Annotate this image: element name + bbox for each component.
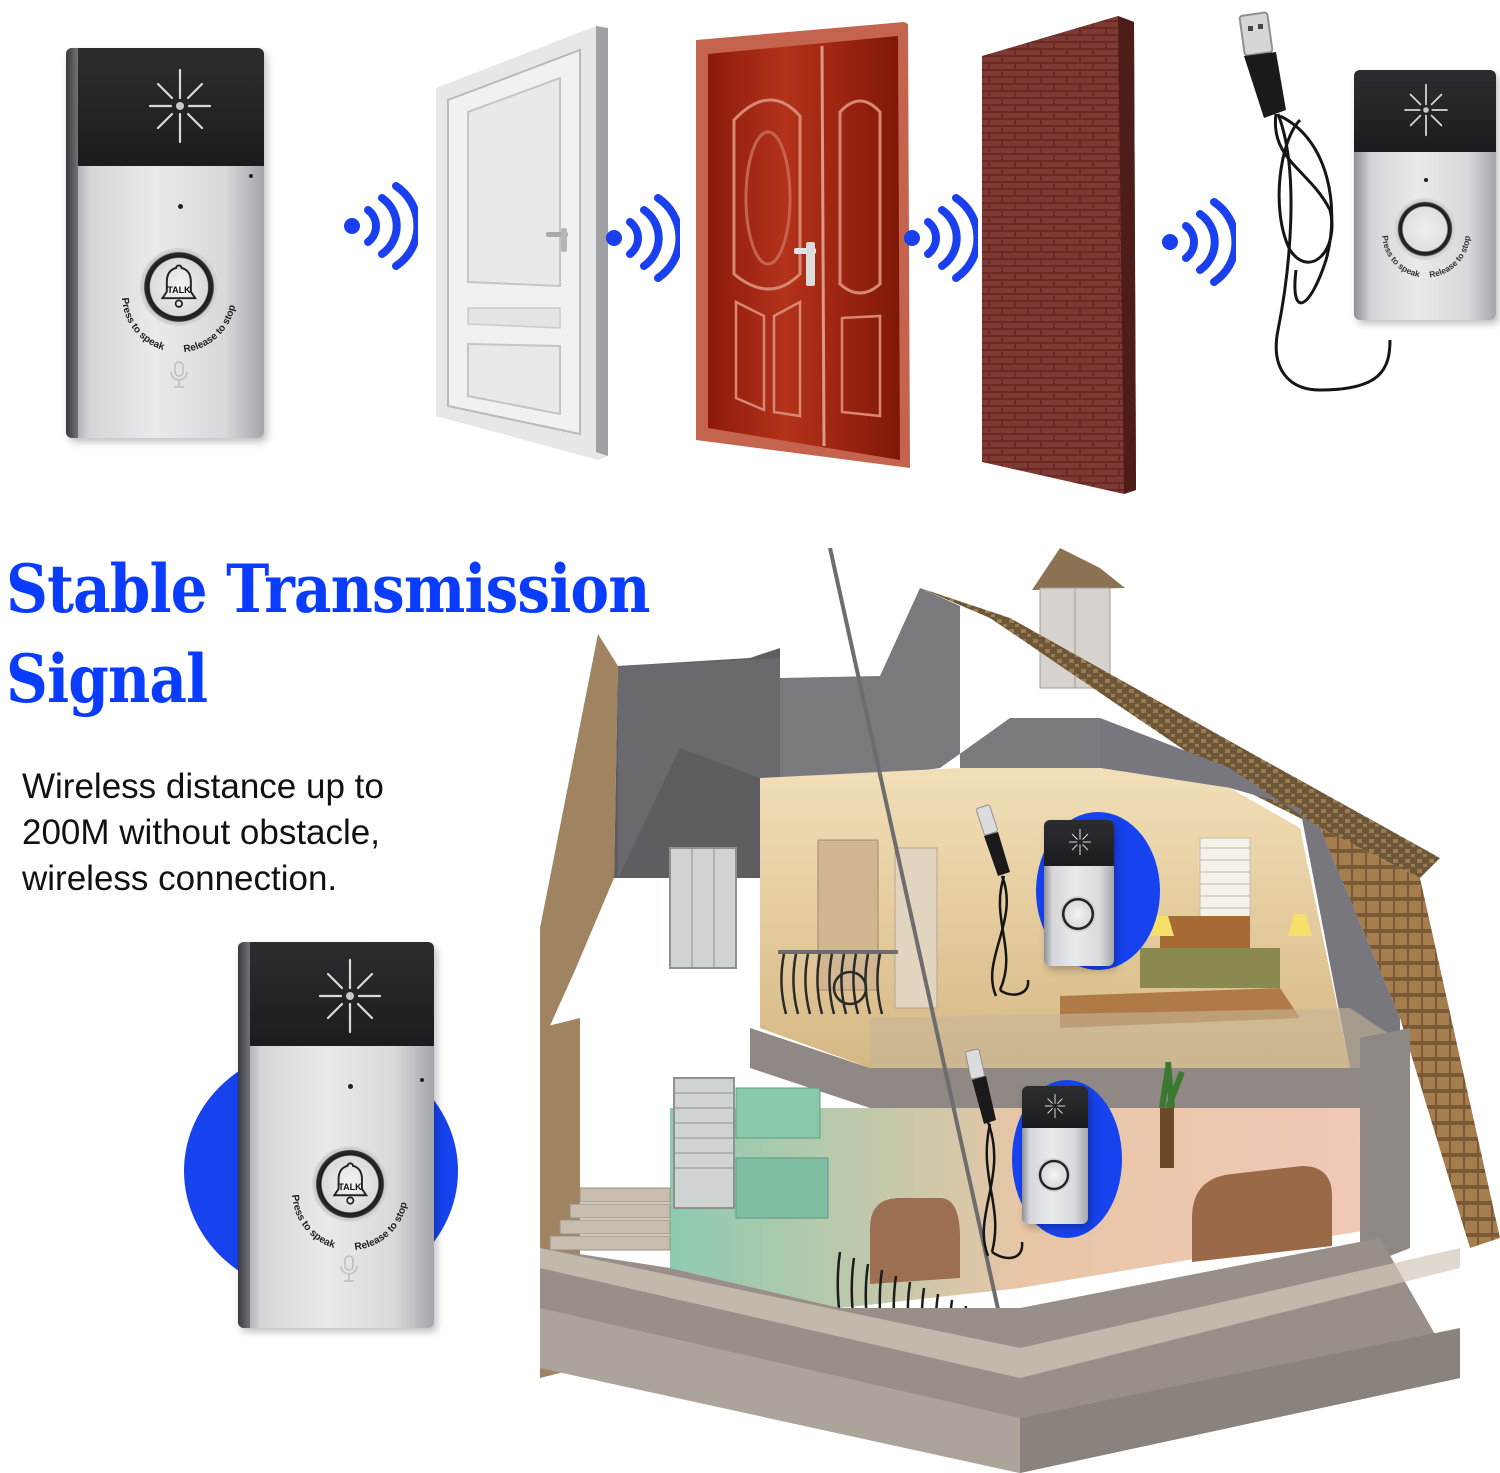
description: Wireless distance up to 200M without obs… — [22, 764, 384, 902]
led-indicator — [249, 174, 253, 178]
doorbell-outdoor-unit-large: TALK Press to speak Release to stop — [238, 942, 434, 1328]
doorbell-outdoor-unit: TALK Press to speak Release to stop — [66, 48, 264, 438]
headline-line-2: Signal — [6, 640, 208, 718]
arc-instructions: Press to speak Release to stop — [1376, 182, 1476, 282]
description-line-1: Wireless distance up to — [22, 767, 384, 806]
svg-text:Release to stop: Release to stop — [183, 304, 238, 355]
description-line-2: 200M without obstacle, — [22, 813, 380, 852]
arc-instructions: Press to speak Release to stop — [284, 1124, 416, 1256]
talk-button[interactable] — [1394, 198, 1456, 260]
bell-icon — [329, 1160, 372, 1207]
talk-button[interactable]: TALK — [140, 248, 218, 326]
talk-button[interactable] — [1060, 896, 1096, 932]
mic-hole — [348, 1084, 353, 1089]
white-door — [428, 16, 614, 460]
speaker-grille-icon — [140, 66, 220, 146]
downstairs-receiver-unit — [1022, 1086, 1088, 1224]
talk-label: TALK — [338, 1181, 362, 1192]
wireless-signal-icon — [600, 192, 684, 282]
headline-line-1: Stable Transmission — [6, 550, 651, 628]
wireless-signal-icon — [338, 180, 422, 270]
brick-wall — [976, 14, 1156, 494]
bell-icon — [157, 262, 201, 310]
doorbell-indoor-unit-usb: Press to speak Release to stop — [1354, 70, 1496, 320]
svg-text:Release to stop: Release to stop — [1429, 235, 1472, 279]
led-indicator — [420, 1078, 424, 1082]
mic-hole — [1424, 178, 1428, 182]
mic-hole — [178, 204, 183, 209]
talk-label: TALK — [167, 284, 191, 295]
svg-text:Press to speak: Press to speak — [119, 297, 166, 353]
svg-text:Press to speak: Press to speak — [1380, 235, 1421, 279]
upstairs-receiver-unit — [1044, 820, 1114, 966]
red-double-door — [690, 20, 912, 472]
svg-text:Press to speak: Press to speak — [289, 1194, 337, 1251]
talk-button[interactable]: TALK — [312, 1146, 388, 1222]
speaker-grille-icon — [1042, 1093, 1068, 1119]
speaker-grille-icon — [310, 956, 390, 1036]
downstairs-usb-cable — [958, 1046, 1028, 1266]
speaker-grille-icon — [1066, 828, 1094, 856]
svg-text:Release to stop: Release to stop — [354, 1201, 410, 1253]
speaker-panel — [238, 942, 434, 1046]
wireless-signal-icon — [898, 192, 982, 282]
wireless-signal-icon — [1156, 196, 1240, 286]
speaker-grille-icon — [1398, 82, 1454, 138]
headline: Stable Transmission Signal — [6, 544, 651, 724]
usb-cable — [1230, 10, 1430, 430]
arc-instructions: Press to speak Release to stop — [114, 228, 244, 358]
microphone-icon — [338, 1254, 360, 1284]
upstairs-usb-cable — [970, 800, 1030, 1000]
description-line-3: wireless connection. — [22, 859, 338, 898]
talk-button[interactable] — [1037, 1158, 1071, 1192]
house-cutaway — [540, 548, 1500, 1473]
microphone-icon — [168, 360, 190, 390]
